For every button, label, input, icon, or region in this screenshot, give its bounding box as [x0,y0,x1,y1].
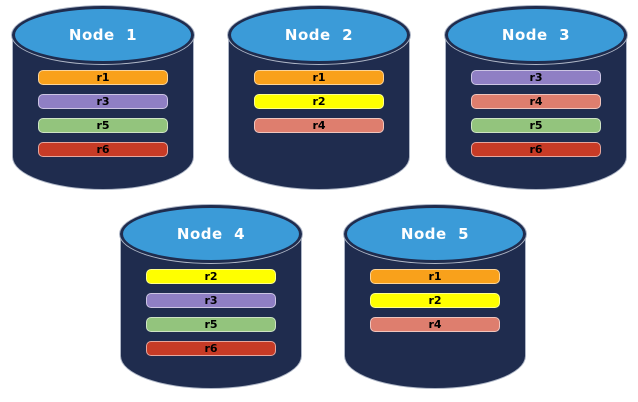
cylinder-top-ellipse: Node 4 [120,205,302,263]
replica-bar-r4: r4 [370,317,500,332]
node-label: Node 4 [176,225,246,243]
replica-list: r1 r3 r5 r6 [38,70,168,157]
db-node-5: Node 5 r1 r2 r4 [344,205,526,389]
node-label: Node 1 [68,26,138,44]
db-node-3: Node 3 r3 r4 r5 r6 [445,6,627,190]
replica-bar-r1: r1 [370,269,500,284]
db-node-2: Node 2 r1 r2 r4 [228,6,410,190]
replica-bar-r2: r2 [254,94,384,109]
replica-bar-r4: r4 [254,118,384,133]
replica-bar-r2: r2 [146,269,276,284]
replica-bar-r3: r3 [146,293,276,308]
replica-list: r3 r4 r5 r6 [471,70,601,157]
replica-bar-r6: r6 [146,341,276,356]
cylinder-top-ellipse: Node 1 [12,6,194,64]
node-label: Node 2 [284,26,354,44]
cylinder-top-ellipse: Node 3 [445,6,627,64]
db-node-4: Node 4 r2 r3 r5 r6 [120,205,302,389]
replica-list: r1 r2 r4 [254,70,384,133]
replica-bar-r5: r5 [471,118,601,133]
replica-bar-r4: r4 [471,94,601,109]
replica-bar-r1: r1 [254,70,384,85]
replica-bar-r3: r3 [38,94,168,109]
node-label: Node 5 [400,225,470,243]
cylinder-top-ellipse: Node 5 [344,205,526,263]
db-node-1: Node 1 r1 r3 r5 r6 [12,6,194,190]
replica-bar-r3: r3 [471,70,601,85]
replica-bar-r5: r5 [38,118,168,133]
replica-bar-r6: r6 [471,142,601,157]
replica-bar-r6: r6 [38,142,168,157]
cylinder-top-ellipse: Node 2 [228,6,410,64]
replica-list: r2 r3 r5 r6 [146,269,276,356]
replica-bar-r1: r1 [38,70,168,85]
node-label: Node 3 [501,26,571,44]
replica-list: r1 r2 r4 [370,269,500,332]
replica-bar-r5: r5 [146,317,276,332]
replica-bar-r2: r2 [370,293,500,308]
